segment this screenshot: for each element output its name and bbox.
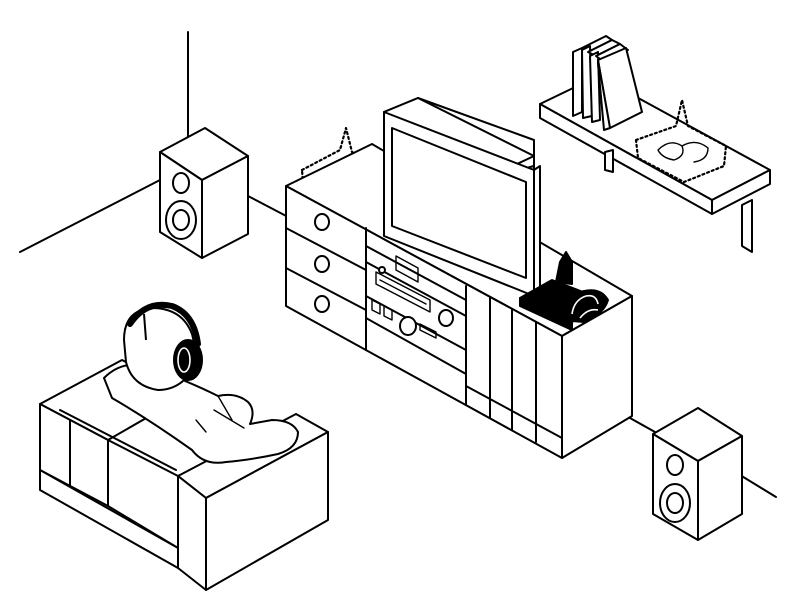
television [383, 97, 541, 297]
books [572, 35, 643, 131]
listener-with-headphones-icon [103, 301, 299, 464]
left-speaker-icon [159, 127, 249, 259]
telephone-icon [519, 251, 609, 331]
right-speaker-icon [652, 407, 743, 541]
stereo-amplifier [365, 245, 467, 375]
